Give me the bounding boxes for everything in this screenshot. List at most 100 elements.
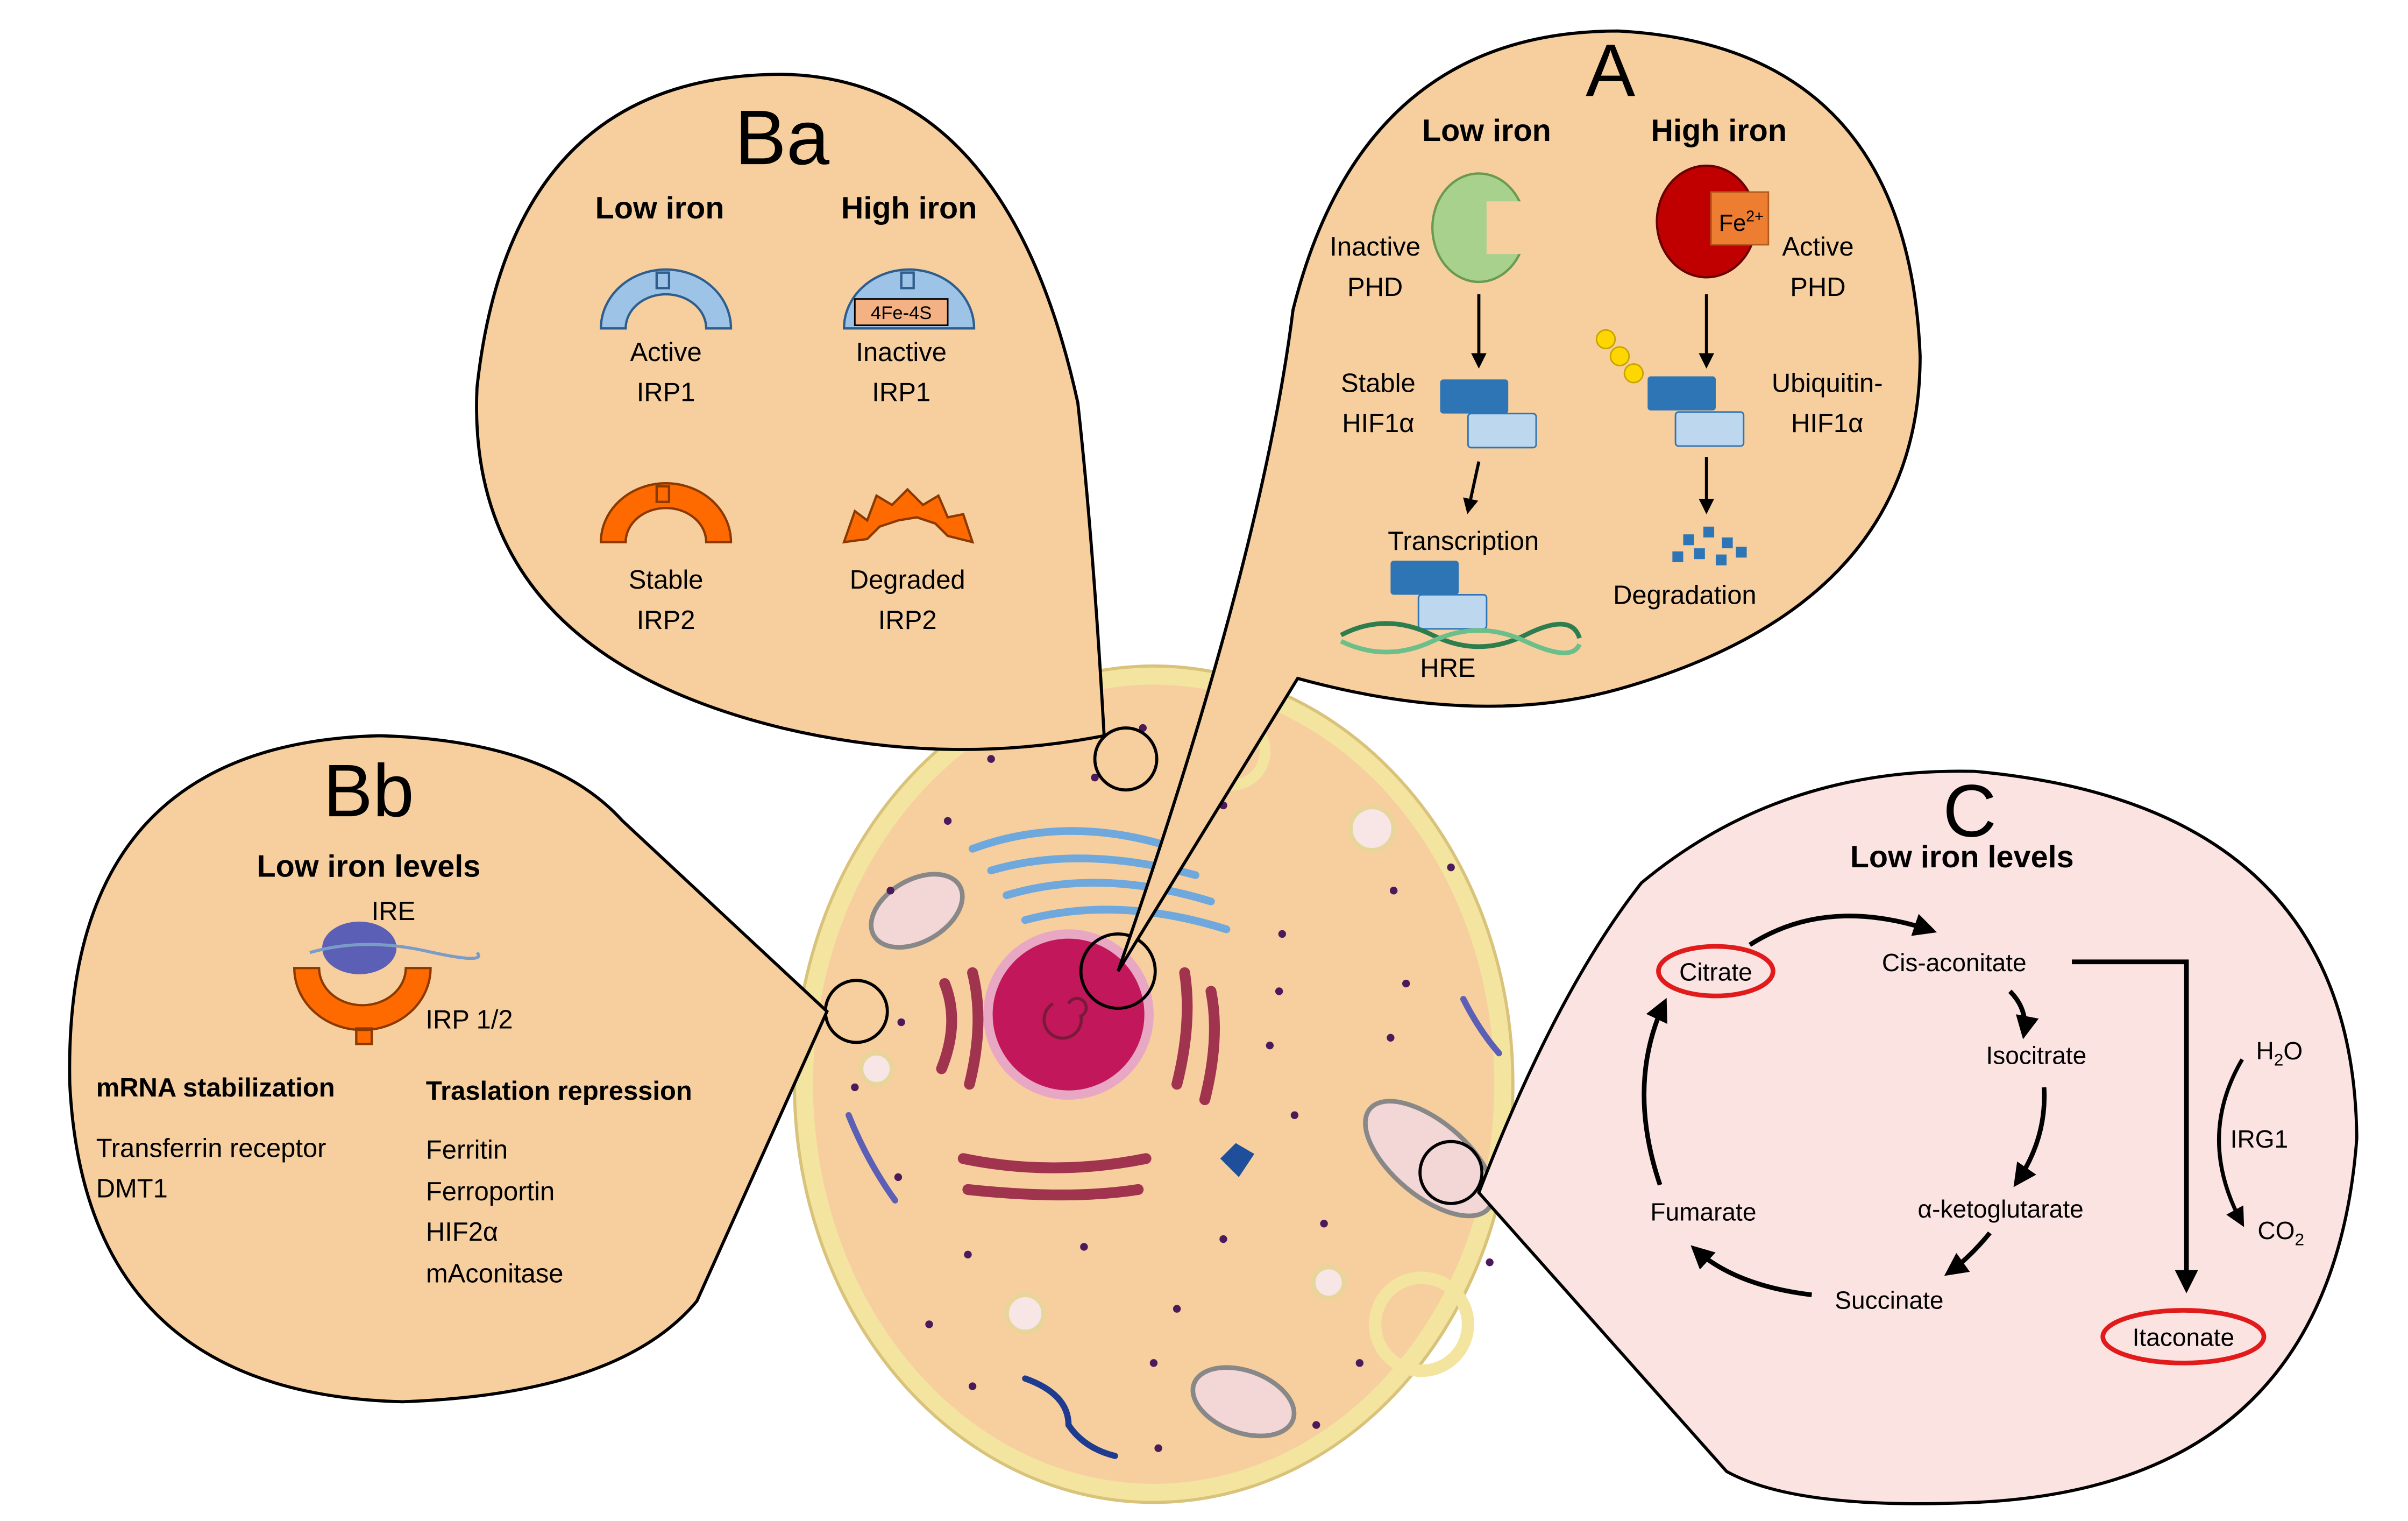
active-irp1-line2: IRP1: [637, 378, 695, 407]
panel-ba: Ba Low iron High iron Active IRP1 4Fe-4S…: [475, 73, 1106, 751]
active-phd-line1: Active: [1782, 232, 1853, 261]
panel-a: A Low iron High iron Inactive PHD Fe2+ A…: [1117, 29, 1922, 972]
fe-s-cluster-box: [854, 298, 949, 326]
inactive-phd-pocket: [1486, 201, 1527, 254]
hre-label: HRE: [1420, 654, 1475, 683]
translation-item: HIF2α: [426, 1218, 498, 1247]
vesicle: [858, 1051, 894, 1087]
succinate-label: Succinate: [1835, 1286, 1943, 1314]
mrna-item: Transferrin receptor: [96, 1134, 326, 1163]
panel-ba-label: Ba: [735, 94, 830, 181]
arrow-succ-to-fum: [1690, 1245, 1812, 1297]
ba-high-iron-heading: High iron: [841, 191, 977, 225]
mitochondrion: [1190, 1365, 1297, 1439]
panel-c: C Low iron levels Citrate Cis-aconitate …: [1477, 769, 2359, 1505]
panel-bb-label: Bb: [323, 749, 414, 832]
arrow-irg1-loop: [2217, 1058, 2244, 1227]
citrate-label: Citrate: [1679, 958, 1752, 986]
arrow-akg-to-succ: [1944, 1231, 1992, 1276]
mitochondrion: [869, 872, 965, 950]
co2-label: CO2: [2257, 1216, 2304, 1249]
degraded-irp2-shape: [842, 487, 975, 544]
nucleolus: [1042, 996, 1088, 1040]
translation-item: Ferritin: [426, 1135, 508, 1164]
translation-item: mAconitase: [426, 1260, 564, 1289]
a-high-iron-heading: High iron: [1651, 114, 1787, 148]
ubiquitin-chain: [1595, 329, 1644, 384]
bb-title: Low iron levels: [257, 849, 480, 883]
fe-s-cluster-label: 4Fe-4S: [871, 303, 932, 323]
citrate-highlight: [1656, 944, 1775, 999]
dna-helix: [1340, 621, 1582, 655]
panel-a-label: A: [1586, 29, 1635, 112]
alpha-kg-label: α-ketoglutarate: [1918, 1195, 2084, 1223]
arrow-cis-to-iso: [2008, 989, 2039, 1039]
ub-hif-dark: [1647, 376, 1716, 411]
degradation-label: Degradation: [1613, 581, 1757, 610]
arrow-hif-to-transcription: [1463, 461, 1481, 514]
zoom-circle-a: [1079, 932, 1157, 1010]
fumarate-label: Fumarate: [1650, 1198, 1756, 1226]
stable-irp2-shape: [600, 482, 733, 543]
stable-hif-line1: Stable: [1341, 369, 1416, 398]
ubiquitin-hif-line2: HIF1α: [1791, 409, 1863, 438]
degradation-fragments: [1672, 526, 1747, 565]
inactive-irp1-line1: Inactive: [856, 338, 947, 367]
stable-irp2-line2: IRP2: [637, 606, 695, 635]
vesicle: [1311, 1264, 1347, 1300]
inactive-phd-line2: PHD: [1347, 273, 1403, 302]
irp-shape: [293, 967, 432, 1045]
cytoskeleton: [846, 996, 1502, 1459]
inactive-phd-line1: Inactive: [1330, 232, 1420, 261]
dna-hif-light: [1417, 594, 1488, 630]
panel-c-label: C: [1943, 770, 1997, 853]
vesicle: [1369, 1271, 1474, 1377]
arrow-citrate-to-cis: [1748, 914, 1937, 947]
mrna-item: DMT1: [96, 1174, 168, 1203]
arrow-cis-to-itaconate: [2072, 959, 2198, 1293]
mrna-heading: mRNA stabilization: [96, 1073, 335, 1102]
c-title: Low iron levels: [1850, 840, 2074, 874]
ub-hif-light: [1674, 411, 1745, 447]
inactive-irp1-line2: IRP1: [872, 378, 930, 407]
a-low-iron-heading: Low iron: [1422, 114, 1551, 148]
panel-bb-bubble: [68, 734, 829, 1404]
stable-hif-line2: HIF1α: [1342, 409, 1414, 438]
stable-hif-dark: [1440, 379, 1509, 414]
stable-hif-light: [1467, 413, 1537, 449]
irp-label: IRP 1/2: [425, 1006, 513, 1035]
mitochondrion: [1363, 1099, 1496, 1219]
stable-irp2-line1: Stable: [629, 565, 704, 595]
mrna-strand: [309, 943, 480, 960]
ba-low-iron-heading: Low iron: [595, 191, 724, 225]
irg1-label: IRG1: [2231, 1125, 2288, 1153]
zoom-circle-c: [1418, 1140, 1484, 1205]
zoom-circle-ba: [1093, 726, 1159, 792]
cis-aconitate-label: Cis-aconitate: [1882, 949, 2027, 977]
arrow-iso-to-akg: [2013, 1087, 2047, 1187]
panel-bb: Bb Low iron levels IRE IRP 1/2 mRNA stab…: [68, 734, 829, 1404]
tca-cycle-arrows: [1642, 914, 2244, 1297]
centriole: [1220, 1143, 1255, 1177]
transcription-label: Transcription: [1388, 527, 1539, 556]
isocitrate-label: Isocitrate: [1986, 1042, 2086, 1070]
itaconate-highlight: [2100, 1308, 2267, 1366]
arrow-fum-to-citrate: [1642, 998, 1667, 1186]
active-irp1-line1: Active: [630, 338, 701, 367]
active-irp1-shape: [600, 268, 733, 330]
degraded-irp2-line2: IRP2: [878, 606, 937, 635]
nucleus: [983, 929, 1154, 1100]
vesicle: [1348, 804, 1396, 853]
dna-hif-dark: [1390, 561, 1459, 595]
translation-item: Ferroportin: [426, 1177, 555, 1206]
panel-c-bubble: [1477, 769, 2359, 1505]
active-phd-line2: PHD: [1790, 273, 1845, 302]
panel-ba-bubble: [475, 73, 1106, 751]
fe-ion-box: [1710, 191, 1770, 246]
ubiquitin-hif-line1: Ubiquitin-: [1772, 369, 1883, 398]
ire-blob: [322, 921, 397, 974]
endoplasmic-reticulum: [936, 967, 1220, 1201]
itaconate-label: Itaconate: [2133, 1324, 2234, 1352]
ire-label: IRE: [372, 897, 416, 926]
